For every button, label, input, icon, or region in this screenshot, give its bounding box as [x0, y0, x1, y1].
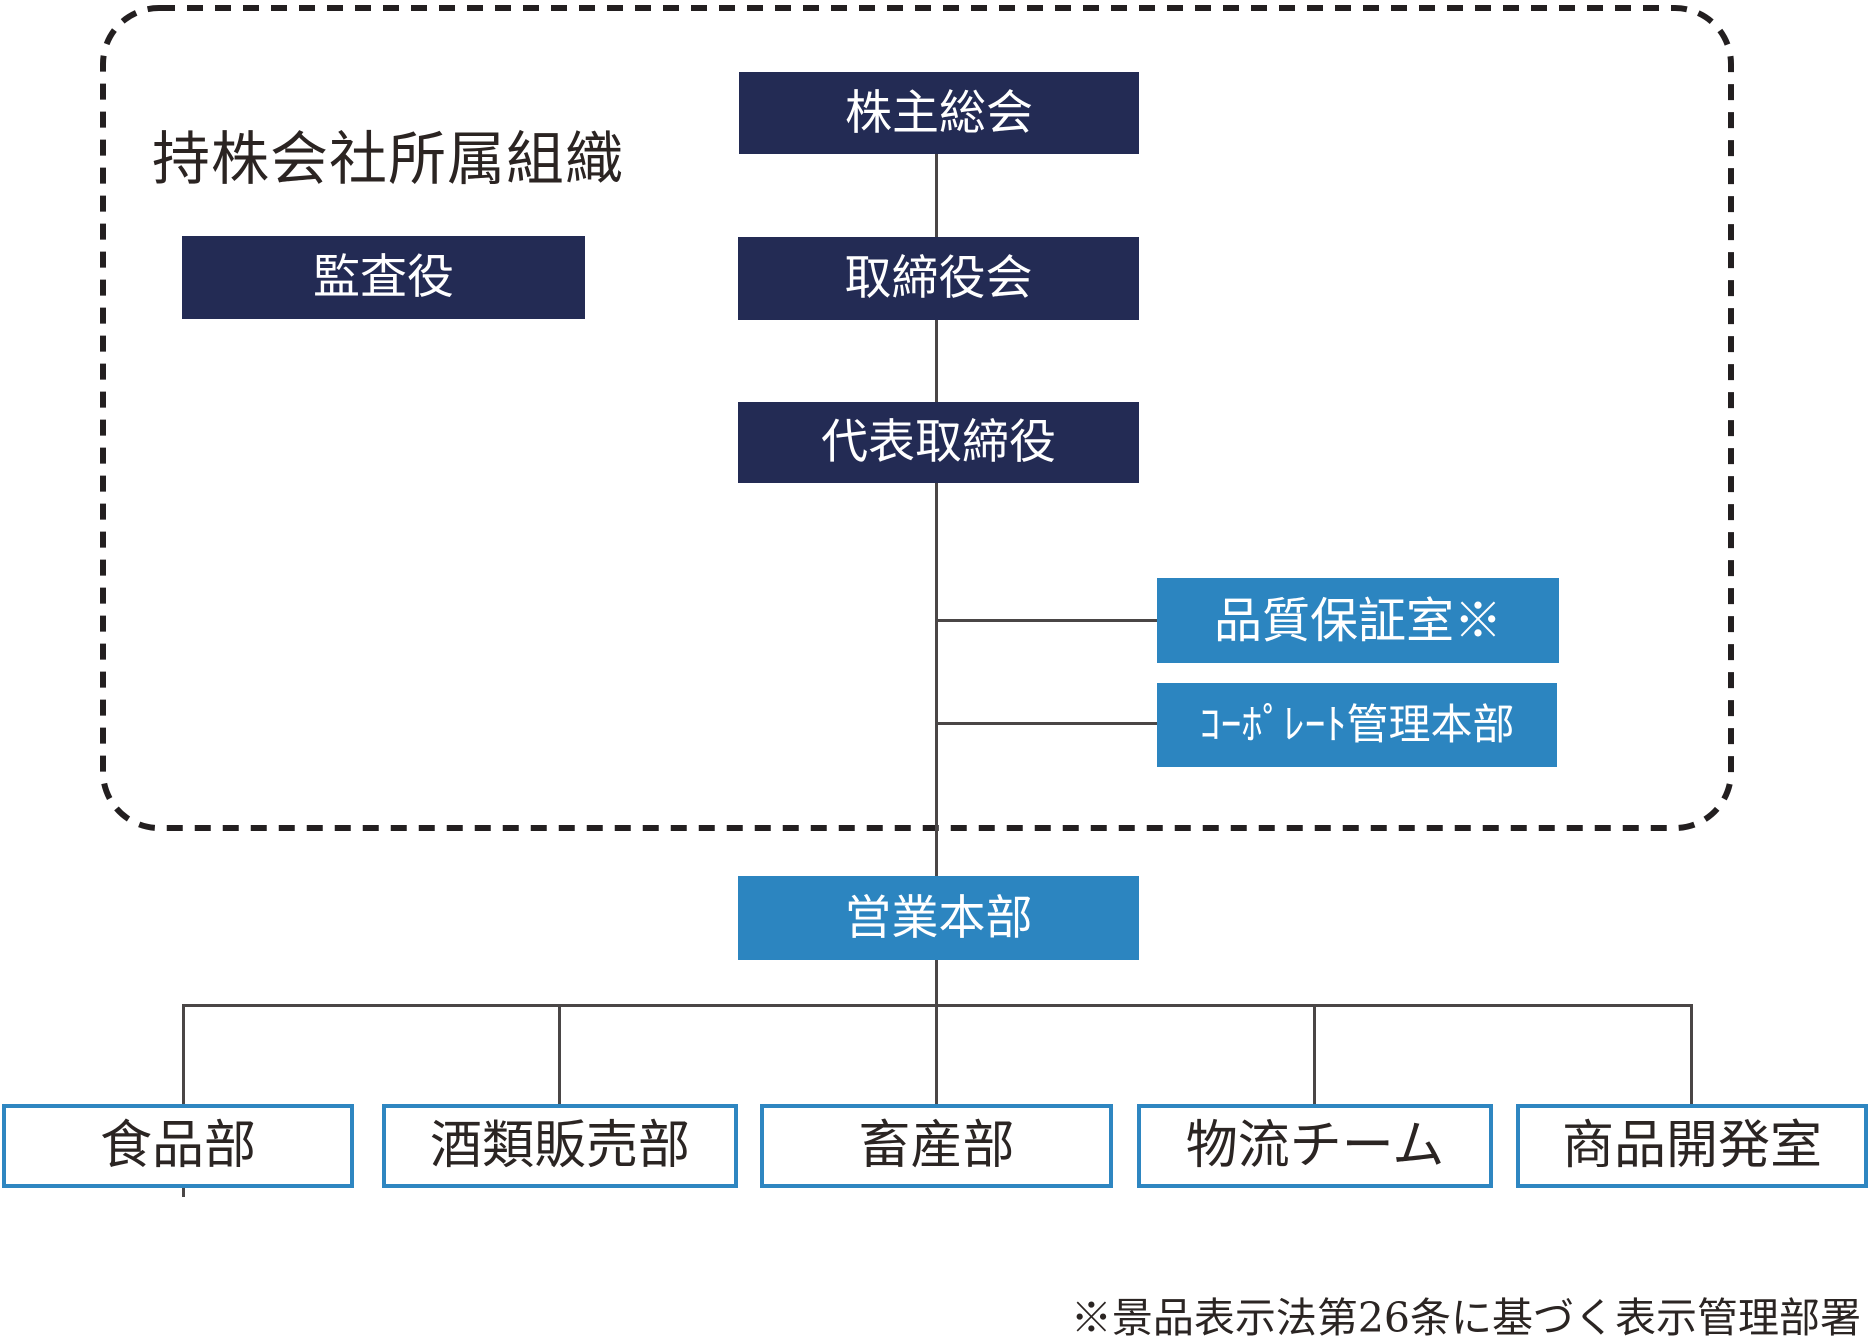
connector-saleshq-rail — [935, 960, 938, 1007]
drop-product-dev — [1690, 1004, 1693, 1104]
holding-company-group-label: 持株会社所属組織 — [152, 125, 625, 193]
node-corporate-management-hq: ｺｰﾎﾟﾚｰﾄ管理本部 — [1157, 683, 1557, 767]
node-shareholders-meeting: 株主総会 — [739, 72, 1139, 154]
connector-board-repdirector — [935, 320, 938, 403]
node-livestock-dept: 畜産部 — [760, 1104, 1113, 1188]
drop-food-dept — [182, 1004, 185, 1104]
connector-repdirector-saleshq — [935, 483, 938, 877]
connector-quality-assurance — [936, 619, 1157, 622]
drop-livestock-dept — [935, 1004, 938, 1104]
stub-below-food-dept — [182, 1188, 185, 1197]
holding-company-dashed-border — [100, 5, 1734, 831]
node-auditor: 監査役 — [182, 236, 585, 319]
connector-shareholders-board — [935, 154, 938, 238]
node-quality-assurance-office: 品質保証室※ — [1157, 578, 1559, 663]
node-liquor-sales-dept: 酒類販売部 — [382, 1104, 738, 1188]
node-food-dept: 食品部 — [2, 1104, 354, 1188]
node-product-development-office: 商品開発室 — [1516, 1104, 1868, 1188]
node-representative-director: 代表取締役 — [738, 402, 1139, 483]
node-logistics-team: 物流チーム — [1137, 1104, 1493, 1188]
footnote: ※景品表示法第26条に基づく表示管理部署 — [1070, 1294, 1861, 1336]
node-board-of-directors: 取締役会 — [738, 237, 1139, 320]
drop-liquor-dept — [558, 1004, 561, 1104]
drop-logistics-team — [1313, 1004, 1316, 1104]
node-sales-hq: 営業本部 — [738, 876, 1139, 960]
connector-corporate-management — [936, 722, 1157, 725]
